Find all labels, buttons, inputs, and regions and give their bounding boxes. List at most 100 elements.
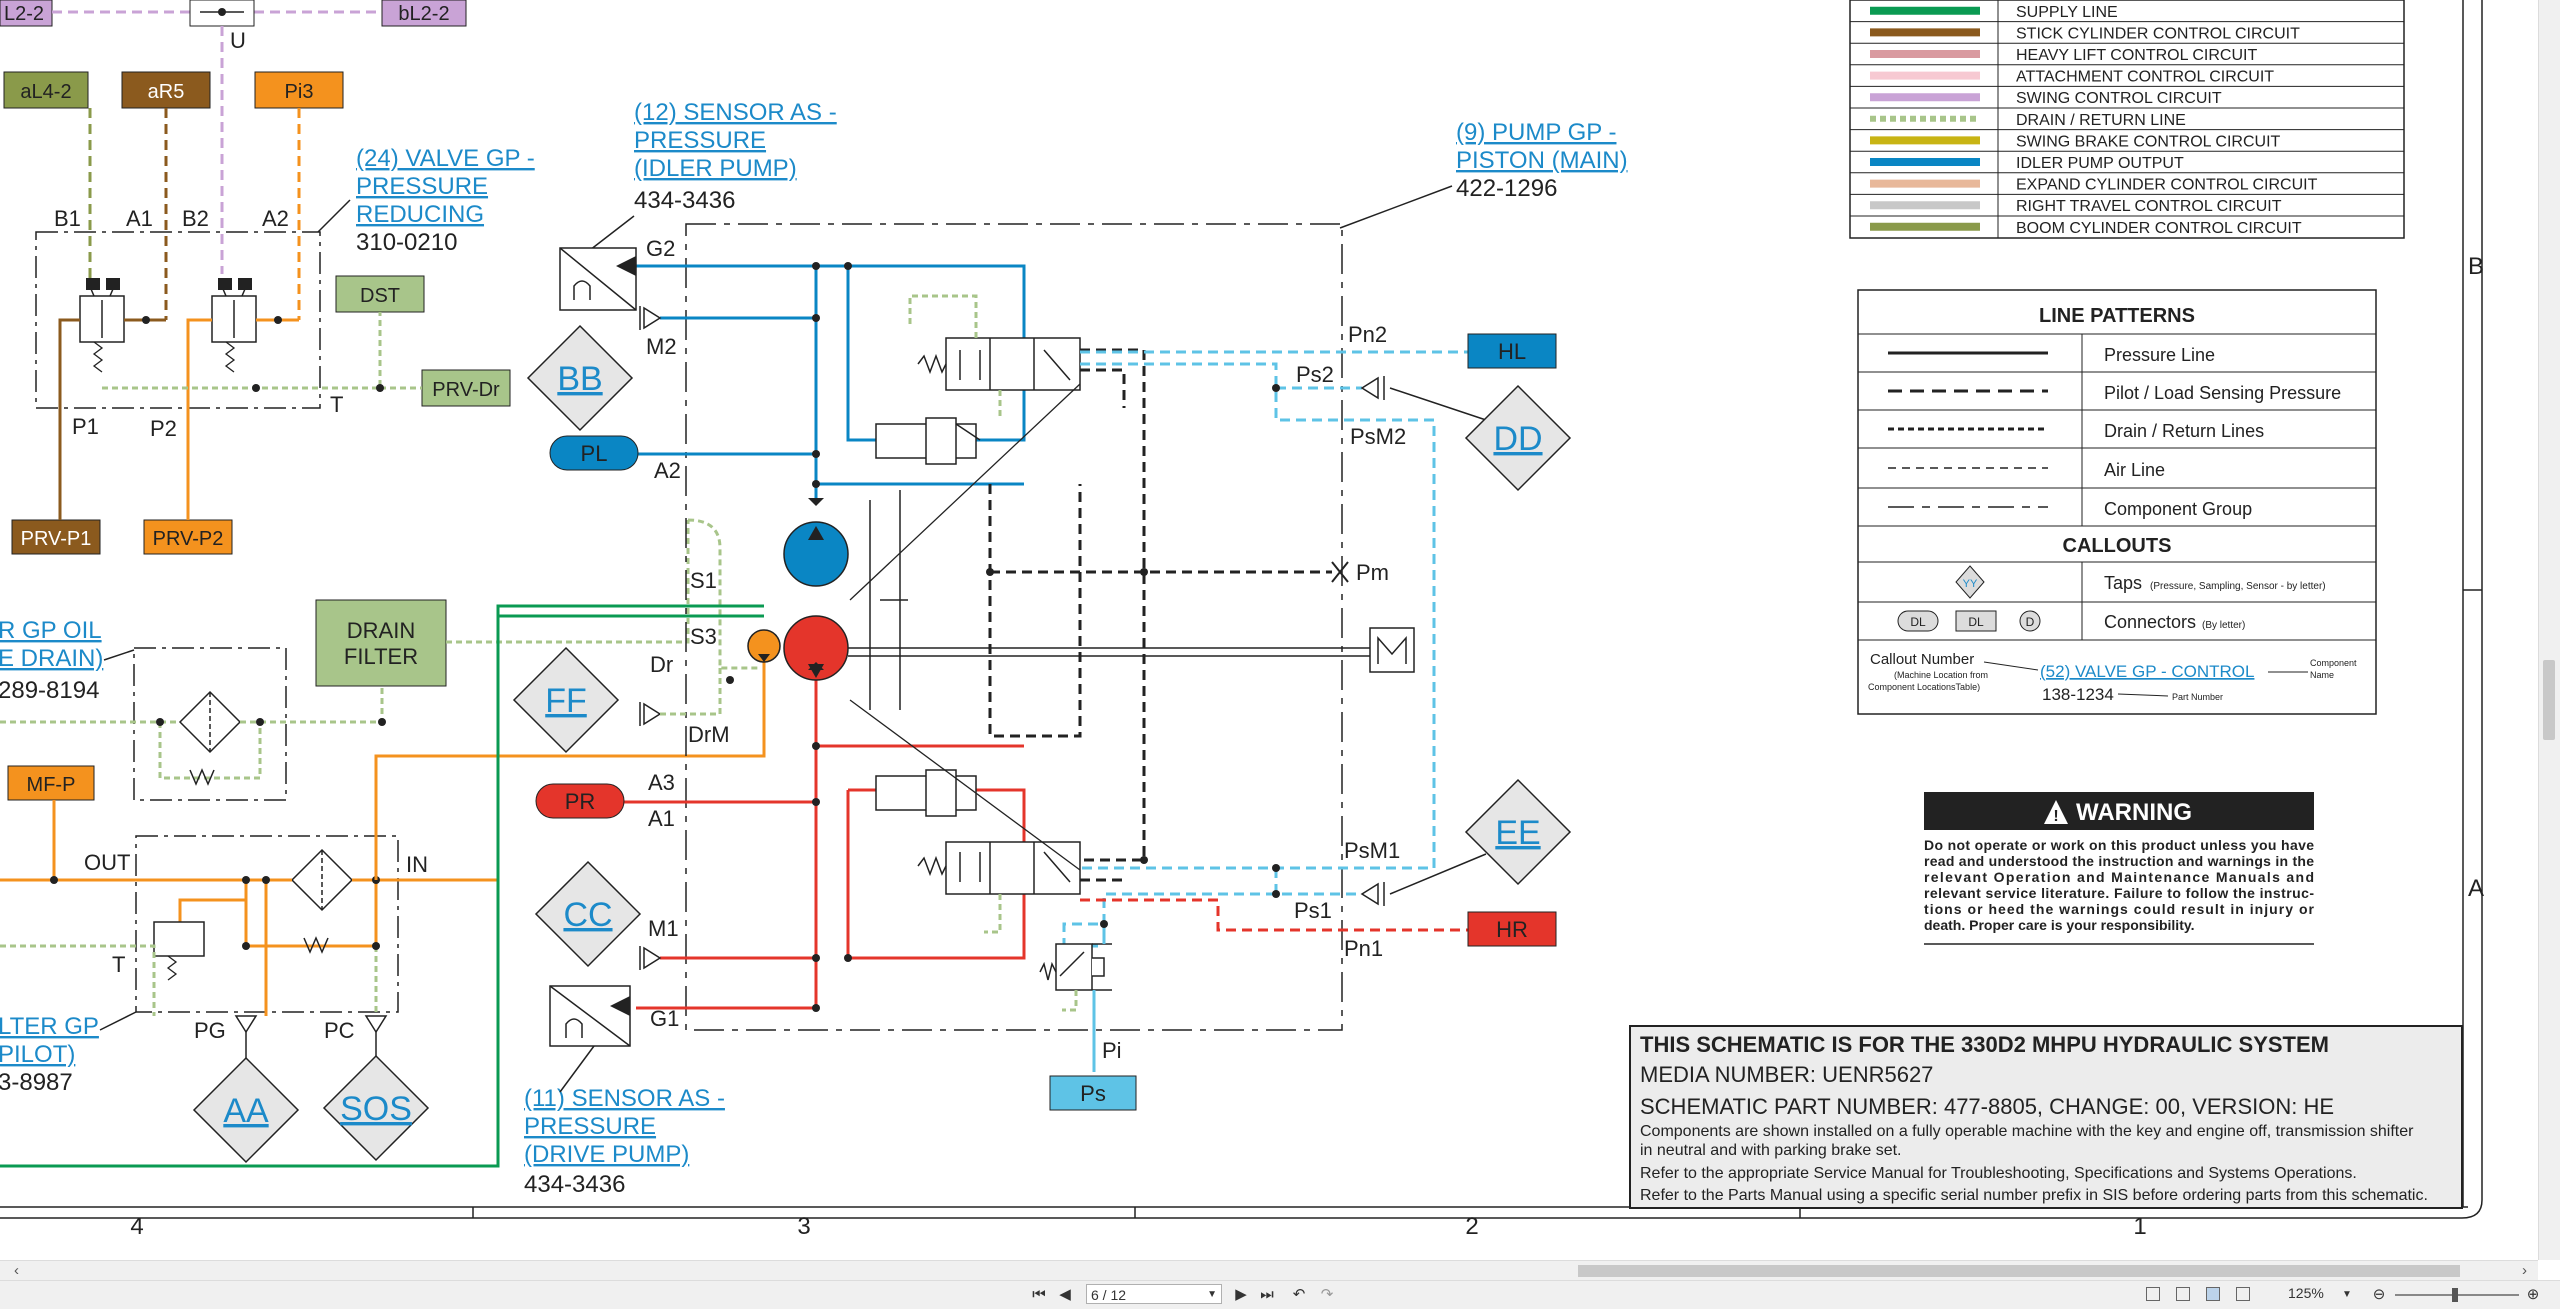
- port-label: A3: [648, 770, 675, 795]
- svg-text:(9) PUMP GP -: (9) PUMP GP -: [1456, 119, 1616, 146]
- schematic-title: THIS SCHEMATIC IS FOR THE 330D2 MHPU HYD…: [1640, 1032, 2329, 1057]
- legend-label: EXPAND CYLINDER CONTROL CIRCUIT: [2016, 177, 2318, 194]
- connector-symbol: DL: [1910, 615, 1926, 629]
- warning-line: relevant Operation and Maintenance Manua…: [1924, 869, 2314, 885]
- line-pattern-label: Pressure Line: [2104, 345, 2215, 365]
- warning-title: WARNING: [2076, 799, 2192, 826]
- port-label: A2: [654, 458, 681, 483]
- connector-label: HR: [1496, 917, 1528, 942]
- callout-24-valve-pressure-reducing[interactable]: (24) VALVE GP - PRESSURE REDUCING 310-02…: [317, 145, 535, 256]
- connector-ps[interactable]: [1049, 1075, 1137, 1111]
- svg-text:3-8987: 3-8987: [0, 1069, 73, 1096]
- port-box-label: MF-P: [27, 774, 76, 796]
- tap-sos[interactable]: SOS: [340, 1090, 412, 1128]
- port-label: P2: [150, 416, 177, 441]
- tap-aa[interactable]: AA: [223, 1092, 269, 1130]
- next-page-icon[interactable]: ▶: [1235, 1286, 1247, 1303]
- zoom-dropdown-icon[interactable]: ▼: [2342, 1289, 2352, 1300]
- legend-label: DRAIN / RETURN LINE: [2016, 112, 2186, 129]
- port-label: S3: [690, 624, 717, 649]
- legend-label: HEAVY LIFT CONTROL CIRCUIT: [2016, 47, 2257, 64]
- previous-page-icon[interactable]: ◀: [1059, 1286, 1071, 1303]
- callout-11-sensor-drive-pump[interactable]: (11) SENSOR AS - PRESSURE (DRIVE PUMP) 4…: [524, 1045, 725, 1198]
- port-label: DrM: [688, 722, 730, 747]
- two-page-view-icon[interactable]: [2206, 1287, 2220, 1301]
- connector-hr[interactable]: [1467, 911, 1557, 947]
- back-view-icon[interactable]: ↶: [1292, 1286, 1306, 1303]
- part-number-note: Part Number: [2172, 692, 2223, 702]
- continuous-two-page-view-icon[interactable]: [2236, 1287, 2250, 1301]
- horizontal-scrollbar-thumb[interactable]: [1578, 1265, 2460, 1277]
- forward-view-icon[interactable]: ↷: [1320, 1286, 1334, 1303]
- schematic-part-number: SCHEMATIC PART NUMBER: 477-8805, CHANGE:…: [1640, 1094, 2334, 1119]
- legend-label: IDLER PUMP OUTPUT: [2016, 155, 2184, 172]
- port-label: Ps2: [1296, 362, 1334, 387]
- tap-dd[interactable]: DD: [1493, 420, 1542, 458]
- zoom-out-icon[interactable]: ⊖: [2372, 1286, 2386, 1303]
- page-number-field[interactable]: 6 / 12 ▼: [1086, 1284, 1222, 1304]
- svg-text:310-0210: 310-0210: [356, 229, 457, 256]
- svg-text:(24) VALVE GP -: (24) VALVE GP -: [356, 145, 535, 172]
- zone-label: 1: [2133, 1213, 2146, 1240]
- port-label: G2: [646, 236, 675, 261]
- horizontal-scrollbar[interactable]: ‹ ›: [0, 1260, 2538, 1281]
- callout-12-sensor-idler-pump[interactable]: (12) SENSOR AS - PRESSURE (IDLER PUMP) 4…: [589, 99, 837, 251]
- continuous-view-icon[interactable]: [2176, 1287, 2190, 1301]
- tap-symbol: YY: [1963, 578, 1978, 590]
- line-patterns-title: LINE PATTERNS: [2039, 305, 2195, 327]
- scroll-left-arrow-icon[interactable]: ‹: [14, 1262, 19, 1279]
- connector-pl[interactable]: [549, 435, 639, 471]
- oil-drain-filter: [0, 518, 760, 801]
- connector-label: bL2-2: [398, 3, 449, 25]
- zone-label: 3: [797, 1213, 810, 1240]
- zoom-in-icon[interactable]: ⊕: [2526, 1286, 2540, 1303]
- tap-cc[interactable]: CC: [563, 896, 612, 934]
- connector-label: PL: [581, 441, 608, 466]
- port-label: Pi: [1102, 1038, 1122, 1063]
- media-number: MEDIA NUMBER: UENR5627: [1640, 1062, 1933, 1087]
- connector-hl[interactable]: [1467, 333, 1557, 369]
- component-name-note: Name: [2310, 670, 2334, 680]
- port-label: Dr: [650, 652, 673, 677]
- connectors-label: Connectors: [2104, 612, 2196, 632]
- port-label: PG: [194, 1018, 226, 1043]
- single-page-view-icon[interactable]: [2146, 1287, 2160, 1301]
- title-block: THIS SCHEMATIC IS FOR THE 330D2 MHPU HYD…: [1629, 1025, 2463, 1209]
- vertical-scrollbar[interactable]: [2538, 0, 2560, 1260]
- vertical-scrollbar-thumb[interactable]: [2543, 660, 2555, 740]
- svg-text:(IDLER PUMP): (IDLER PUMP): [634, 155, 797, 182]
- warning-line: Do not operate or work on this product u…: [1924, 837, 2314, 853]
- port-label: IN: [406, 852, 428, 877]
- last-page-icon[interactable]: ⏭: [1260, 1286, 1274, 1303]
- port-box-label: aR5: [148, 81, 185, 103]
- warning-line: death. Proper care is your responsibilit…: [1924, 917, 2195, 933]
- callout-filter-pilot[interactable]: LTER GP PILOT) 3-8987: [0, 1011, 137, 1096]
- tap-ff[interactable]: FF: [545, 682, 587, 720]
- connector-pr[interactable]: [535, 783, 625, 819]
- tap-bb[interactable]: BB: [557, 360, 602, 398]
- title-note: Refer to the Parts Manual using a specif…: [1640, 1187, 2428, 1204]
- svg-text:E DRAIN): E DRAIN): [0, 645, 103, 672]
- connector-label: PR: [565, 789, 596, 814]
- connectors: PL PR HL HR Ps: [535, 333, 1557, 1111]
- scroll-right-arrow-icon[interactable]: ›: [2522, 1262, 2527, 1279]
- first-page-icon[interactable]: ⏮: [1032, 1286, 1046, 1303]
- page-number-value: 6 / 12: [1091, 1287, 1127, 1303]
- chevron-down-icon[interactable]: ▼: [1207, 1289, 1217, 1300]
- warning-box: ! WARNING Do not operate or work on this…: [1924, 792, 2315, 945]
- zone-label: B: [2468, 253, 2484, 280]
- main-pump-group: G2 M2 A2 S1 S3 Dr DrM A3 A1 M1 G1 Pn2 Ps…: [549, 223, 1487, 1072]
- idler-pump-icon: [783, 521, 849, 587]
- svg-text:(DRIVE PUMP): (DRIVE PUMP): [524, 1141, 689, 1168]
- warning-line: tions or heed the warnings could result …: [1924, 901, 2315, 917]
- tap-ee[interactable]: EE: [1495, 814, 1540, 852]
- svg-text:REDUCING: REDUCING: [356, 201, 484, 228]
- callout-9-pump-piston-main[interactable]: (9) PUMP GP - PISTON (MAIN) 422-1296: [1339, 119, 1628, 229]
- zoom-slider-handle[interactable]: [2452, 1288, 2458, 1302]
- svg-text:289-8194: 289-8194: [0, 677, 99, 704]
- callout-filter-oil-drain[interactable]: R GP OIL E DRAIN) 289-8194: [0, 617, 135, 704]
- callout-location-note: (Machine Location from: [1894, 670, 1988, 680]
- zoom-level[interactable]: 125%: [2288, 1285, 2324, 1301]
- document-viewport[interactable]: 4 3 2 1 B A L2-2 bL2-2 U aL4-2 aR5 Pi3 D…: [0, 0, 2560, 1260]
- port-label: T: [330, 392, 343, 417]
